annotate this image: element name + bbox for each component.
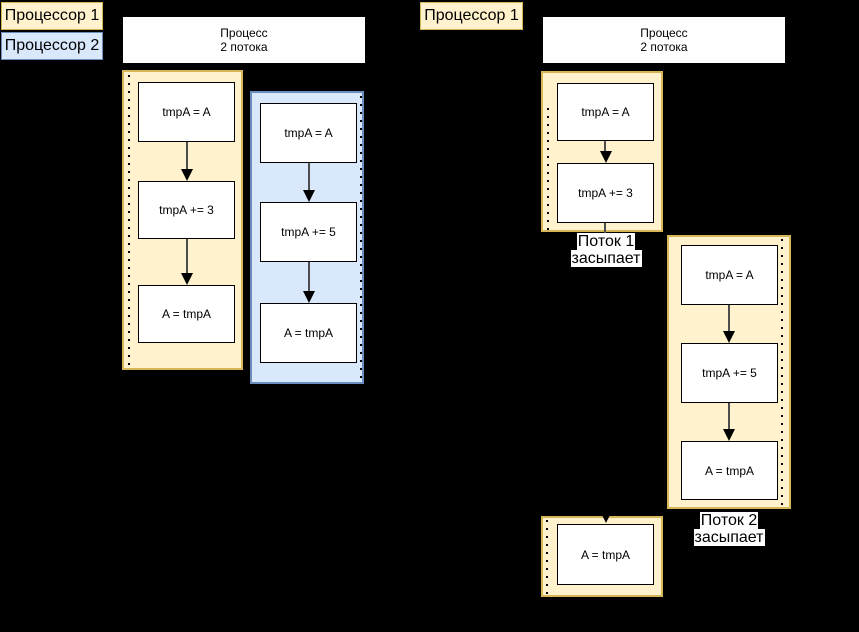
left-thread2-step2-label: tmpA += 5 xyxy=(281,225,336,239)
right-phase1-step2-label: tmpA += 3 xyxy=(578,186,633,200)
right-phase1-step2: tmpA += 3 xyxy=(557,163,654,223)
arrow-head xyxy=(723,331,735,343)
right-phase3-step1: A = tmpA xyxy=(557,524,654,585)
arrow-shaft xyxy=(308,163,310,190)
process-box-right-line2: 2 потока xyxy=(640,40,688,54)
legend-processor2-left-label: Процессор 2 xyxy=(4,37,100,54)
arrow-shaft xyxy=(604,223,606,233)
arrow-head xyxy=(600,511,612,523)
arrow-shaft xyxy=(186,142,188,169)
left-thread2-step3-label: A = tmpA xyxy=(283,326,334,340)
left-thread1-step3-label: A = tmpA xyxy=(161,307,212,321)
right-phase2-step2-label: tmpA += 5 xyxy=(702,366,757,380)
arrow-head xyxy=(181,273,193,285)
thread1-sleep-label-line1: Поток 1 xyxy=(576,233,636,250)
process-box-left-line2: 2 потока xyxy=(220,40,268,54)
left-thread2-step1: tmpA = A xyxy=(260,103,357,163)
arrow-shaft xyxy=(604,233,606,512)
process-box-left-line1: Процесс xyxy=(220,26,268,40)
right-phase2-step1-label: tmpA = A xyxy=(705,268,754,282)
left-thread2-processor-timeline xyxy=(360,96,362,380)
legend-processor1-right: Процессор 1 xyxy=(420,2,523,30)
arrow-head xyxy=(600,151,612,163)
arrow-shaft xyxy=(728,305,730,331)
left-thread2-step1-label: tmpA = A xyxy=(284,126,333,140)
process-box-left: Процесс 2 потока xyxy=(122,16,366,64)
process-box-right-line1: Процесс xyxy=(640,26,688,40)
arrow-head xyxy=(723,429,735,441)
right-phase2-step2: tmpA += 5 xyxy=(681,343,778,403)
right-phase3-step1-label: A = tmpA xyxy=(580,547,631,562)
right-phase2-step3: A = tmpA xyxy=(681,441,778,500)
legend-processor1-left: Процессор 1 xyxy=(1,2,103,30)
thread2-sleep-label: Поток 2 засыпает xyxy=(691,512,767,546)
process-box-right: Процесс 2 потока xyxy=(542,16,786,64)
right-phase1-processor-timeline xyxy=(547,108,549,244)
thread1-sleep-label: Поток 1 засыпает xyxy=(568,233,644,267)
right-phase2-processor-timeline xyxy=(781,239,783,515)
right-phase2-step1: tmpA = A xyxy=(681,245,778,305)
arrow-shaft xyxy=(308,262,310,291)
arrow-shaft xyxy=(728,403,730,429)
right-phase3-processor-timeline xyxy=(546,520,548,595)
legend-processor1-right-label: Процессор 1 xyxy=(424,7,519,24)
left-thread2-step2: tmpA += 5 xyxy=(260,202,357,262)
left-thread1-step2-label: tmpA += 3 xyxy=(159,203,214,217)
left-thread1-step3: A = tmpA xyxy=(138,285,235,343)
thread2-sleep-label-line1: Поток 2 xyxy=(699,512,759,529)
thread1-sleep-label-line2: засыпает xyxy=(570,250,642,267)
left-thread1-step1-label: tmpA = A xyxy=(162,105,211,119)
legend-processor2-left: Процессор 2 xyxy=(1,32,103,60)
left-thread2-step3: A = tmpA xyxy=(260,303,357,363)
legend-processor1-left-label: Процессор 1 xyxy=(4,7,100,24)
arrow-head xyxy=(303,190,315,202)
right-phase1-step1-label: tmpA = A xyxy=(581,105,630,119)
arrow-head xyxy=(303,291,315,303)
left-thread1-step2: tmpA += 3 xyxy=(138,181,235,239)
right-phase2-step3-label: A = tmpA xyxy=(704,463,755,478)
right-phase1-step1: tmpA = A xyxy=(557,83,654,141)
left-thread1-processor-timeline xyxy=(128,75,130,365)
left-thread1-step1: tmpA = A xyxy=(138,82,235,142)
arrow-head xyxy=(181,169,193,181)
thread2-sleep-label-line2: засыпает xyxy=(693,529,765,546)
arrow-shaft xyxy=(186,239,188,273)
arrow-shaft xyxy=(604,141,606,151)
